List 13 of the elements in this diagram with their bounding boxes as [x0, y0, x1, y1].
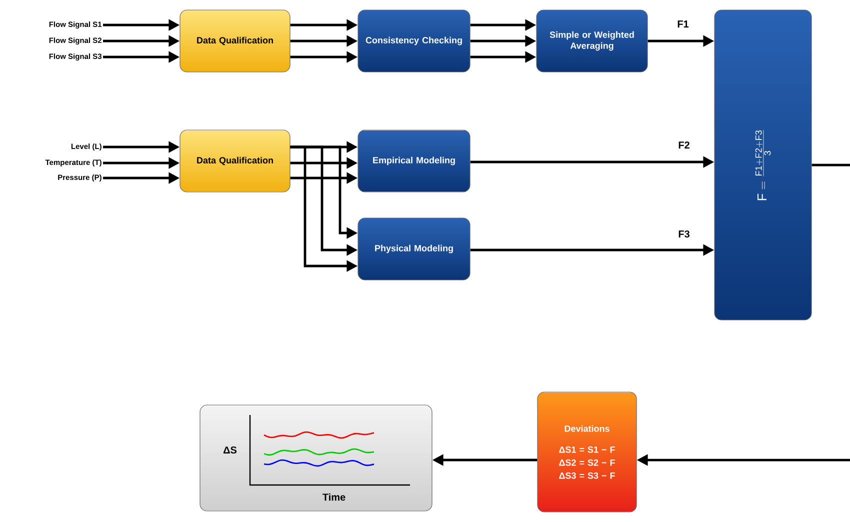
- process-box: Data Qualification: [180, 10, 290, 72]
- axis-label: Time: [322, 493, 346, 501]
- process-box: Physical Modeling: [358, 218, 470, 280]
- process-box: Consistency Checking: [358, 10, 470, 72]
- process-box: Simple or Weighted Averaging: [536, 10, 648, 72]
- process-box: Data Qualification: [180, 130, 290, 192]
- edge-label: F1: [676, 20, 690, 28]
- formula-box: $F = \frac{F1 + F2 + F3}{3}$: [714, 10, 812, 320]
- axis-label: ΔS: [223, 446, 237, 454]
- process-box: Empirical Modeling: [358, 130, 470, 192]
- deviations-box: Deviations ΔS1 = S1 − F ΔS2 = S2 − F ΔS3 = S3 − F: [537, 392, 637, 512]
- edge-label: F2: [677, 140, 691, 150]
- edge-label: F3: [677, 229, 691, 239]
